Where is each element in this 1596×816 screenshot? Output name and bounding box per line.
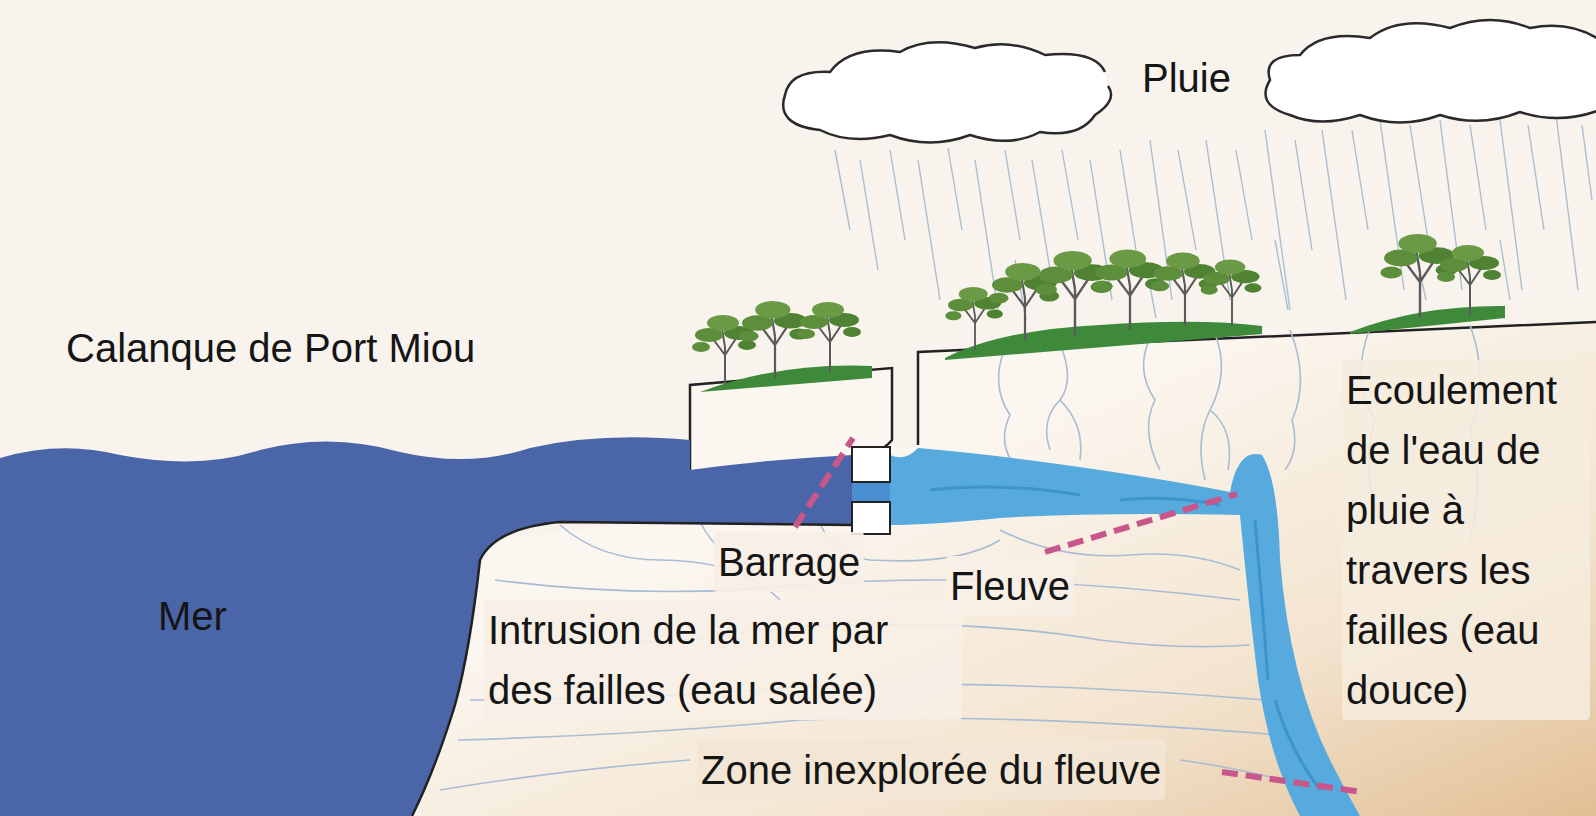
vegetation (1035, 251, 1112, 335)
leader-lines (1045, 494, 1237, 552)
vegetation (797, 302, 861, 372)
vegetation (1350, 306, 1505, 334)
dam (852, 502, 890, 534)
label-text: Mer (158, 586, 227, 646)
vegetation (1437, 245, 1501, 315)
vegetation (1201, 260, 1262, 327)
label-text: Intrusion de la mer par des failles (eau… (484, 600, 962, 720)
faults (458, 718, 1280, 740)
label-text: Calanque de Port Miou (66, 318, 475, 378)
clouds (1266, 20, 1596, 123)
clouds (783, 20, 1596, 143)
label-text: Fleuve (946, 556, 1074, 616)
leader-lines (1222, 772, 1362, 792)
faults (999, 348, 1012, 462)
dam (852, 447, 890, 534)
faults (1144, 338, 1160, 470)
vegetation (945, 322, 1262, 360)
label-text: Pluie (1138, 48, 1235, 108)
faults (440, 325, 1480, 790)
faults (1047, 344, 1081, 460)
leader-lines (795, 438, 853, 527)
dam (852, 447, 890, 482)
faults (1201, 334, 1230, 480)
label-text: Zone inexplorée du fleuve (697, 740, 1165, 800)
faults (495, 580, 1240, 600)
vegetation (739, 301, 809, 378)
label-text: Ecoulement de l'eau de pluie à travers l… (1342, 360, 1590, 720)
label-text: Barrage (714, 532, 864, 592)
rock (420, 322, 1596, 816)
rock (420, 322, 1596, 816)
clouds (783, 42, 1111, 142)
faults (1285, 330, 1301, 470)
